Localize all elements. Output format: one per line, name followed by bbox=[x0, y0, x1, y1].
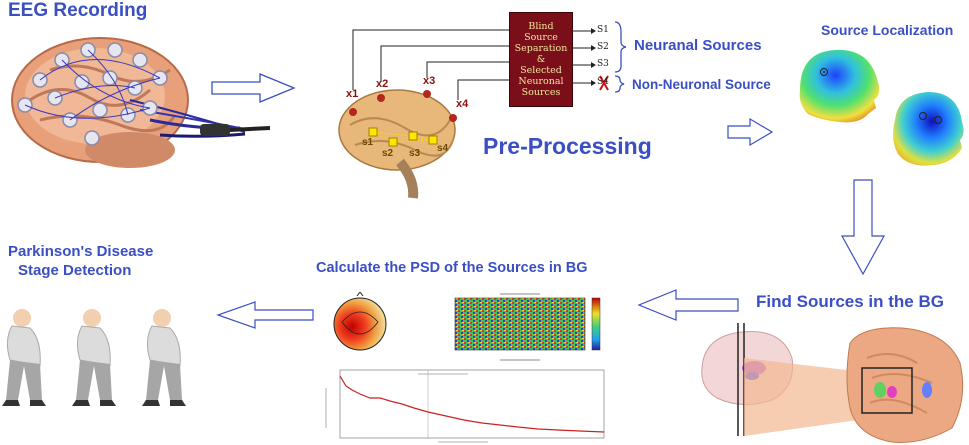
parkinson-stage-figures bbox=[2, 309, 186, 406]
electrode-to-bss-connectors bbox=[352, 27, 515, 100]
source-localization-heads bbox=[799, 49, 964, 166]
eeg-recording-title: EEG Recording bbox=[8, 0, 148, 21]
output-label-s1: S1 bbox=[597, 25, 609, 35]
source-label-s4: s4 bbox=[437, 143, 449, 154]
source-label-s1: s1 bbox=[362, 137, 374, 148]
neuronal-sources-label: Neuranal Sources bbox=[634, 37, 762, 54]
bss-line-5: Selected bbox=[520, 65, 562, 76]
arrow-psd-to-parkinson bbox=[216, 301, 314, 329]
electrode-label-x2: x2 bbox=[376, 78, 389, 90]
bss-line-2: Source bbox=[524, 32, 558, 43]
basal-ganglia-illustration bbox=[701, 323, 964, 443]
psd-title: Calculate the PSD of the Sources in BG bbox=[316, 260, 588, 276]
output-label-s2: S2 bbox=[597, 42, 609, 52]
electrode-label-x1: x1 bbox=[346, 88, 359, 100]
psd-line-plot bbox=[325, 369, 605, 443]
find-sources-title: Find Sources in the BG bbox=[756, 292, 944, 311]
bss-line-7: Sources bbox=[521, 87, 561, 98]
arrow-find-sources-to-psd bbox=[637, 289, 739, 321]
output-label-s4: S4 bbox=[597, 77, 609, 87]
bss-line-6: Neuronal bbox=[518, 76, 564, 87]
bss-line-3: Separation bbox=[514, 43, 568, 54]
output-label-s3: S3 bbox=[597, 59, 609, 69]
psd-heatmap bbox=[454, 293, 601, 361]
psd-topomap bbox=[333, 292, 387, 351]
electrode-label-x3: x3 bbox=[423, 75, 436, 87]
source-localization-title: Source Localization bbox=[821, 22, 954, 38]
bss-line-1: Blind bbox=[528, 21, 554, 32]
eeg-brain-illustration bbox=[11, 37, 270, 168]
bss-box: Blind Source Separation & Selected Neuro… bbox=[509, 12, 573, 107]
arrow-eeg-to-preprocessing bbox=[211, 73, 296, 103]
bss-line-4: & bbox=[536, 54, 546, 65]
arrow-preprocessing-to-localization bbox=[727, 117, 774, 147]
non-neuronal-source-label: Non-Neuronal Source bbox=[632, 77, 771, 92]
source-label-s3: s3 bbox=[409, 148, 421, 159]
bss-output-arrows bbox=[571, 21, 627, 93]
parkinson-title-line2: Stage Detection bbox=[18, 262, 132, 279]
parkinson-title-line1: Parkinson's Disease bbox=[8, 243, 154, 260]
preprocessing-brain-illustration bbox=[338, 89, 457, 199]
electrode-label-x4: x4 bbox=[456, 98, 469, 110]
source-label-s2: s2 bbox=[382, 148, 394, 159]
preprocessing-title: Pre-Processing bbox=[483, 133, 652, 159]
arrow-localization-to-find-sources bbox=[840, 179, 886, 276]
